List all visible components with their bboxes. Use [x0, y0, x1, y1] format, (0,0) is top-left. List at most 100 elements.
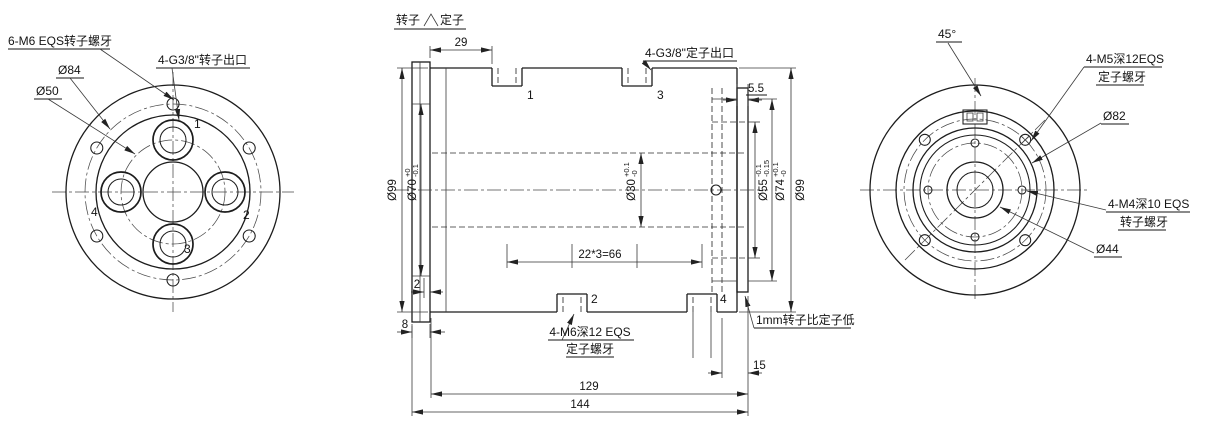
dim-5-5-text: 5.5 [748, 83, 764, 95]
dia74-text: Ø74 [775, 179, 787, 201]
dim-129-text: 129 [579, 381, 598, 393]
left-port-2-number: 2 [243, 208, 250, 222]
flange-outer-circle [65, 84, 281, 300]
dia30-tol-upper: +0.1 [622, 162, 631, 177]
front-port-2-number: 2 [591, 292, 598, 306]
dim-8-text: 8 [402, 319, 408, 331]
label-dia44: Ø44 [999, 206, 1122, 258]
angle-45-text: 45° [938, 27, 956, 41]
m5-note-line2: 定子螺牙 [1098, 69, 1146, 84]
rotor-offset-text: 1mm转子比定子低 [756, 312, 855, 327]
dia99-right-text: Ø99 [795, 179, 807, 201]
center-bore-circle [142, 161, 204, 223]
front-port-4-number: 4 [720, 292, 727, 306]
front-port-1 [491, 68, 523, 87]
dim-29-text: 29 [455, 37, 468, 49]
front-view: 1 3 2 4 转子 定子 29 4-G3/8"定子出口 5.5 [387, 12, 855, 416]
dia74-tol-lower: -0 [779, 170, 788, 177]
m4-note-line2: 转子螺牙 [1120, 214, 1168, 229]
dim-129: 129 [430, 318, 748, 398]
dim-2: 2 [411, 278, 443, 298]
label-dia84: Ø84 [56, 63, 111, 130]
dim-5-5: 5.5 [723, 83, 767, 106]
dim-dia70: Ø70 +0 -0.1 [403, 104, 424, 276]
front-port-4 [686, 293, 718, 358]
left-port-4-number: 4 [91, 205, 98, 219]
dim-port-spacing: 22*3=66 [506, 244, 703, 268]
split-arrow-icon [423, 13, 439, 27]
m6-note-line1: 4-M6深12 EQS [549, 325, 630, 339]
dia55-tol-upper: -0.1 [754, 164, 763, 177]
pin-hole [710, 184, 722, 196]
dia84-text: Ø84 [58, 63, 81, 77]
label-45deg: 45° [936, 27, 982, 97]
m6-bolt-circle [84, 103, 262, 281]
front-port-3 [621, 68, 653, 87]
stator-outer-circle [869, 84, 1081, 296]
m6-bolt-holes [90, 97, 256, 287]
hub-circle [95, 114, 251, 270]
port-pitch-circle [120, 139, 226, 245]
dia30-text: Ø30 [626, 179, 638, 201]
label-dia82: Ø82 [1031, 109, 1129, 164]
dim-144: 144 [411, 326, 748, 416]
dim-dia99-right: Ø99 [739, 67, 807, 313]
left-port-1-number: 1 [194, 117, 201, 131]
dia99-left-text: Ø99 [387, 179, 399, 201]
m4-holes [923, 138, 1027, 242]
label-dia50: Ø50 [34, 84, 136, 155]
dia50-text: Ø50 [36, 84, 59, 98]
dim-15-text: 15 [753, 360, 766, 372]
label-rotor-ports: 4-G3/8"转子出口 [156, 52, 250, 121]
label-rotor-stator: 转子 定子 [394, 12, 466, 30]
m6-note-line2: 定子螺牙 [566, 341, 614, 356]
dim-dia99-left: Ø99 [387, 67, 428, 313]
right-view: 45° 4-M5深12EQS 定子螺牙 Ø82 4-M4深10 EQS 转子螺牙… [860, 27, 1190, 302]
dim-2-text: 2 [414, 279, 420, 291]
keyway-feature [962, 109, 988, 125]
rotor-port-3 [152, 223, 194, 265]
front-port-2 [556, 293, 588, 312]
left-port-3-number: 3 [184, 242, 191, 256]
rotor-ports-note-text: 4-G3/8"转子出口 [158, 52, 247, 67]
m5-holes [918, 133, 1032, 247]
stator-label-text: 定子 [440, 12, 464, 27]
m4-bolt-circle [927, 142, 1023, 238]
dia70-tol-upper: +0 [403, 168, 412, 177]
dia44-text: Ø44 [1096, 242, 1119, 256]
m6-note-text: 6-M6 EQS转子螺牙 [8, 33, 112, 48]
dim-dia74: Ø74 +0.1 -0 [748, 98, 788, 282]
rotor-label-text: 转子 [396, 12, 420, 27]
dim-port-spacing-text: 22*3=66 [578, 249, 621, 261]
dia82-text: Ø82 [1103, 109, 1126, 123]
dim-144-text: 144 [570, 399, 590, 411]
label-stator-ports: 4-G3/8"定子出口 [641, 45, 737, 71]
rotor-port-1 [152, 119, 194, 161]
dim-dia55: Ø55 -0.1 -0.15 [748, 121, 771, 259]
dia30-tol-lower: -0 [630, 170, 639, 177]
dia44-circle [946, 161, 1004, 219]
rotor-port-4 [100, 171, 142, 213]
stator-ports-note-text: 4-G3/8"定子出口 [645, 45, 734, 60]
dia82-circle [912, 127, 1038, 253]
dim-15: 15 [708, 296, 766, 416]
label-m6-stator-threads: 4-M6深12 EQS 定子螺牙 [548, 313, 634, 358]
m4-note-line1: 4-M4深10 EQS [1108, 197, 1189, 211]
left-view: 1 2 3 4 6-M6 EQS转子螺牙 Ø84 Ø50 4-G3/8"转子出口 [8, 33, 294, 312]
label-m6-bolts: 6-M6 EQS转子螺牙 [8, 33, 175, 101]
label-m4-rotor-threads: 4-M4深10 EQS 转子螺牙 [1026, 190, 1190, 231]
label-rotor-offset: 1mm转子比定子低 [744, 295, 855, 329]
front-port-3-number: 3 [657, 88, 664, 102]
rotor-port-2 [204, 171, 246, 213]
dia55-tol-lower: -0.15 [762, 160, 771, 177]
dia74-tol-upper: +0.1 [771, 162, 780, 177]
dim-dia30: Ø30 +0.1 -0 [622, 153, 644, 227]
dim-29: 29 [429, 37, 493, 64]
m5-bolt-circle [903, 118, 1047, 262]
label-m5-stator-threads: 4-M5深12EQS 定子螺牙 [1030, 52, 1164, 142]
front-port-1-number: 1 [527, 88, 534, 102]
m5-note-line1: 4-M5深12EQS [1086, 52, 1164, 66]
dia70-text: Ø70 [407, 179, 419, 201]
dia70-tol-lower: -0.1 [411, 164, 420, 177]
